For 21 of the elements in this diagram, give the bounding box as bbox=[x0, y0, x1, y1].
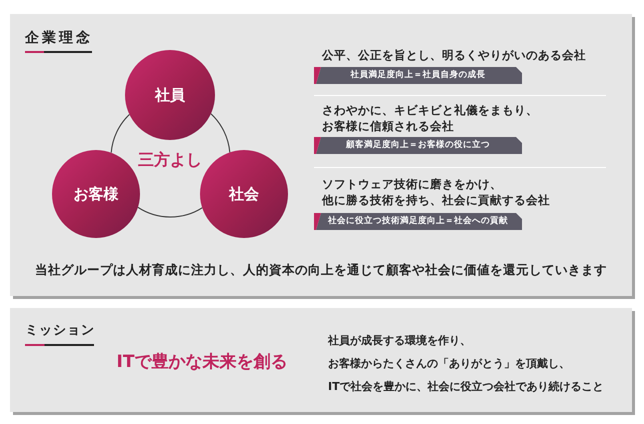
circle-node: 社会 bbox=[200, 150, 288, 238]
statement-text: ソフトウェア技術に磨きをかけ、他に勝る技術を持ち、社会に貢献する会社 bbox=[322, 176, 551, 208]
connector-arc bbox=[110, 114, 130, 154]
center-caption: 三方よし bbox=[137, 150, 203, 170]
connector-arc bbox=[210, 113, 230, 153]
circle-node: 社員 bbox=[125, 50, 215, 140]
ribbon-label: 社会に役立つ技術満足度向上＝社会への貢献 bbox=[314, 213, 522, 230]
statement-text: さわやかに、キビキビと礼儀をまもり、お客様に信頼される会社 bbox=[322, 102, 539, 134]
statement-text: 公平、公正を旨とし、明るくやりがいのある会社 bbox=[322, 47, 587, 63]
mission-text: お客様からたくさんの「ありがとう」を頂戴し、 bbox=[328, 356, 571, 372]
mission-text: 社員が成長する環境を作り、 bbox=[328, 333, 472, 349]
mission-slogan: ITで豊かな未来を創る bbox=[116, 351, 288, 373]
connector-arc bbox=[137, 206, 203, 218]
section-heading: ミッション bbox=[25, 322, 95, 340]
panel-card bbox=[10, 14, 632, 296]
section-heading: 企業理念 bbox=[25, 29, 93, 47]
summary-sentence: 当社グループは人材育成に注力し、人的資本の向上を通じて顧客や社会に価値を還元していきます bbox=[34, 261, 608, 279]
ribbon-label: 顧客満足度向上＝お客様の役に立つ bbox=[314, 137, 522, 154]
ribbon-label: 社員満足度向上＝社員自身の成長 bbox=[314, 67, 522, 84]
panel-card bbox=[10, 308, 632, 412]
mission-text: ITで社会を豊かに、社会に役立つ会社であり続けること bbox=[328, 379, 605, 395]
